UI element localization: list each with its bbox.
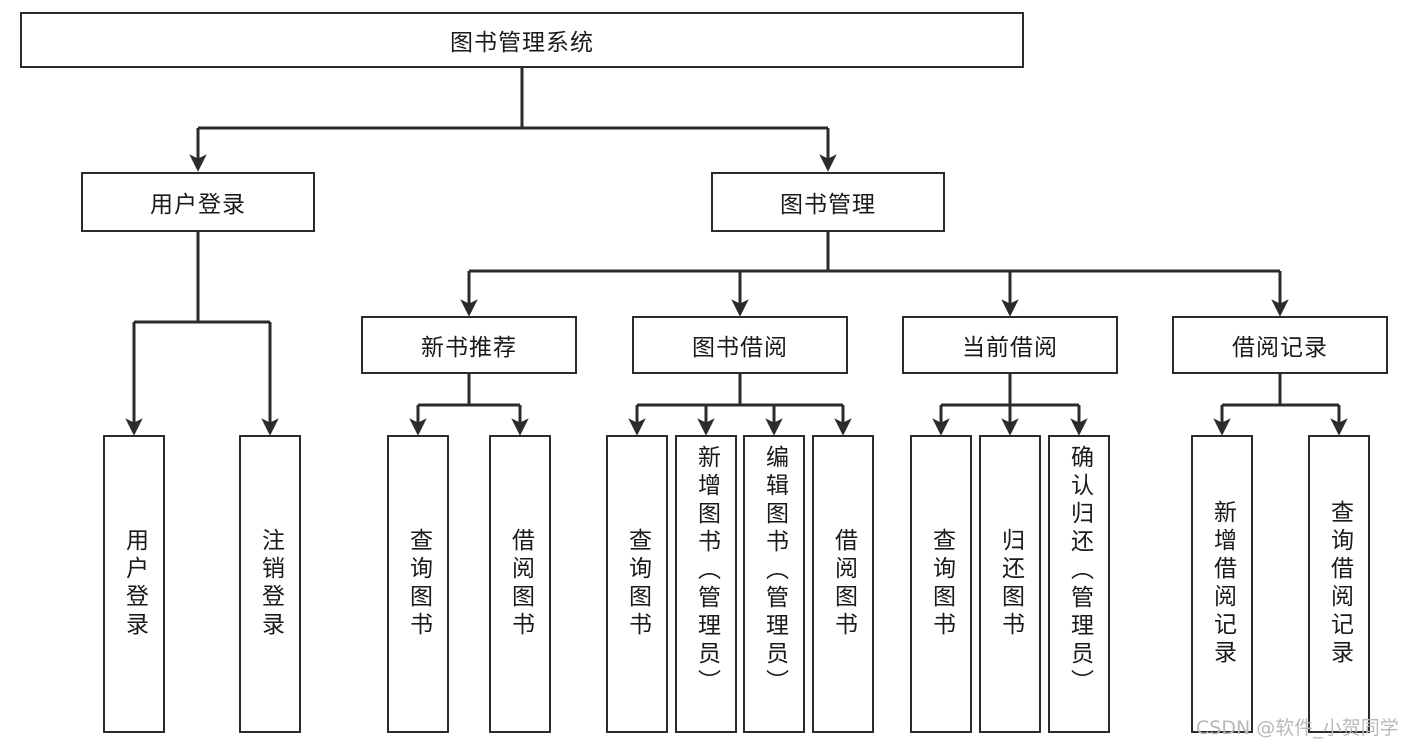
node-leaf-user-login[interactable]: 用户登录	[103, 435, 165, 733]
node-leaf-add-book[interactable]: 新增图书（管理员）	[675, 435, 737, 733]
node-leaf-query-book-2-label: 查询图书	[624, 528, 651, 640]
node-leaf-query-book-3-label: 查询图书	[928, 528, 955, 640]
node-leaf-query-book-1[interactable]: 查询图书	[387, 435, 449, 733]
node-current-borrow-label: 当前借阅	[962, 335, 1058, 361]
node-current-borrow[interactable]: 当前借阅	[902, 316, 1118, 374]
node-leaf-return-book-label: 归还图书	[997, 528, 1024, 640]
node-leaf-borrow-book-1[interactable]: 借阅图书	[489, 435, 551, 733]
node-leaf-borrow-book-1-label: 借阅图书	[507, 528, 534, 640]
node-book-borrow[interactable]: 图书借阅	[632, 316, 848, 374]
node-user-login[interactable]: 用户登录	[81, 172, 315, 232]
node-new-book-recommend[interactable]: 新书推荐	[361, 316, 577, 374]
node-leaf-user-login-label: 用户登录	[121, 528, 148, 640]
node-book-borrow-label: 图书借阅	[692, 335, 788, 361]
node-borrow-record[interactable]: 借阅记录	[1172, 316, 1388, 374]
node-leaf-edit-book-label: 编辑图书（管理员）	[761, 445, 788, 697]
node-leaf-logout-label: 注销登录	[257, 528, 284, 640]
node-book-management-label: 图书管理	[780, 192, 876, 218]
node-borrow-record-label: 借阅记录	[1232, 335, 1328, 361]
node-leaf-add-record[interactable]: 新增借阅记录	[1191, 435, 1253, 733]
node-leaf-query-record[interactable]: 查询借阅记录	[1308, 435, 1370, 733]
node-root-label: 图书管理系统	[450, 30, 594, 56]
node-leaf-add-book-label: 新增图书（管理员）	[693, 445, 720, 697]
node-leaf-logout[interactable]: 注销登录	[239, 435, 301, 733]
node-leaf-borrow-book-2-label: 借阅图书	[830, 528, 857, 640]
node-root[interactable]: 图书管理系统	[20, 12, 1024, 68]
node-leaf-confirm-return[interactable]: 确认归还（管理员）	[1048, 435, 1110, 733]
node-user-login-label: 用户登录	[150, 192, 246, 218]
node-leaf-query-book-2[interactable]: 查询图书	[606, 435, 668, 733]
node-leaf-return-book[interactable]: 归还图书	[979, 435, 1041, 733]
node-leaf-query-book-3[interactable]: 查询图书	[910, 435, 972, 733]
node-leaf-query-book-1-label: 查询图书	[405, 528, 432, 640]
node-leaf-query-record-label: 查询借阅记录	[1326, 500, 1353, 668]
node-leaf-edit-book[interactable]: 编辑图书（管理员）	[743, 435, 805, 733]
node-leaf-confirm-return-label: 确认归还（管理员）	[1066, 445, 1093, 697]
node-leaf-borrow-book-2[interactable]: 借阅图书	[812, 435, 874, 733]
node-leaf-add-record-label: 新增借阅记录	[1209, 500, 1236, 668]
node-book-management[interactable]: 图书管理	[711, 172, 945, 232]
node-new-book-recommend-label: 新书推荐	[421, 335, 517, 361]
